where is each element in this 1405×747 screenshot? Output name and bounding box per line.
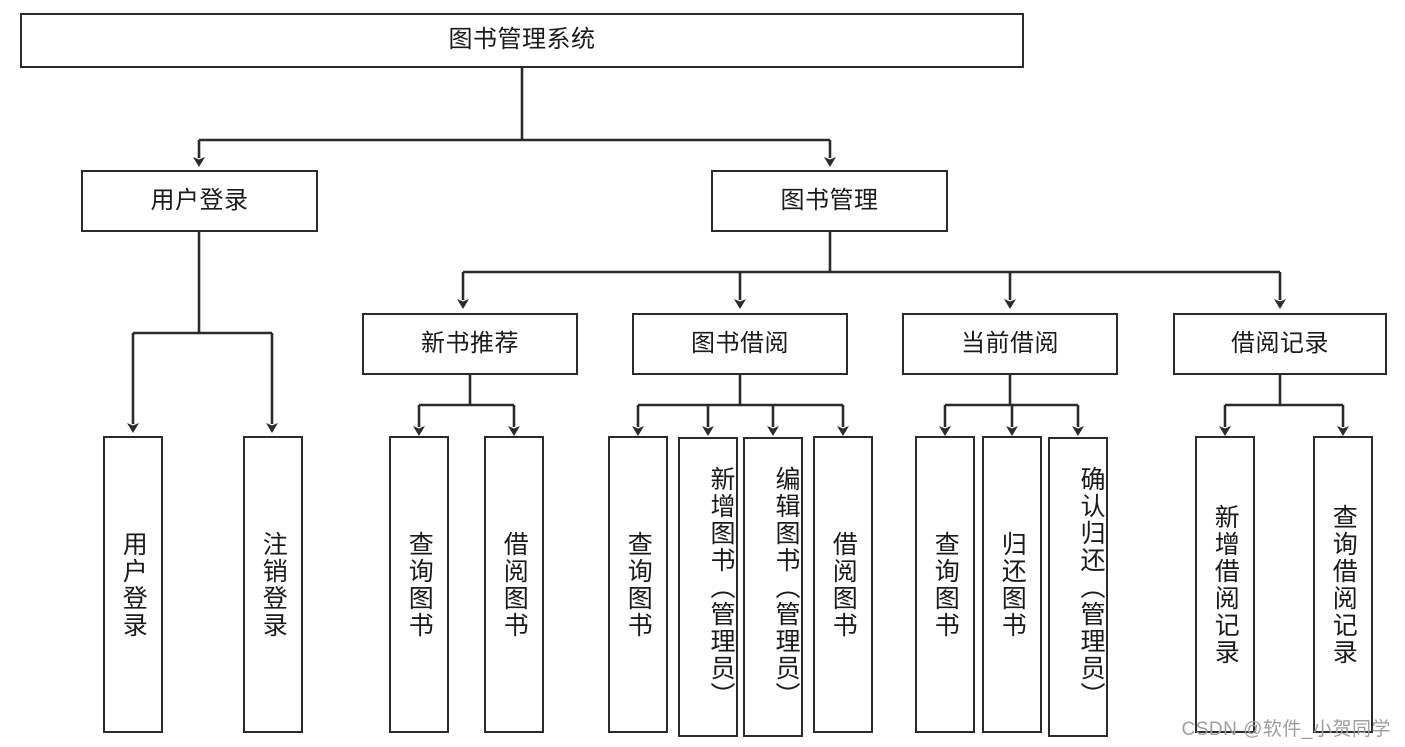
node-label: 归还图书 [998, 530, 1027, 639]
leaf-new-book-borrow[interactable]: 借阅图书 [484, 436, 544, 733]
node-label: 用户登录 [119, 530, 148, 639]
leaf-borrow-record-query[interactable]: 查询借阅记录 [1313, 436, 1373, 733]
leaf-user-login-logout[interactable]: 注销登录 [243, 436, 303, 733]
node-root-book-management-system[interactable]: 图书管理系统 [20, 13, 1024, 68]
node-borrow-record[interactable]: 借阅记录 [1173, 313, 1387, 375]
node-label: 查询借阅记录 [1329, 503, 1358, 666]
node-label: 新增图书（管理员） [707, 465, 735, 709]
leaf-book-borrow-borrow[interactable]: 借阅图书 [813, 436, 873, 733]
node-label: 借阅图书 [829, 530, 858, 639]
leaf-new-book-query[interactable]: 查询图书 [389, 436, 449, 733]
node-book-borrow[interactable]: 图书借阅 [632, 313, 848, 375]
node-label: 新书推荐 [421, 329, 519, 357]
leaf-current-borrow-query[interactable]: 查询图书 [915, 436, 975, 733]
node-label: 图书借阅 [691, 329, 789, 357]
node-label: 查询图书 [931, 530, 960, 639]
node-label: 图书管理系统 [448, 26, 596, 54]
node-label: 编辑图书（管理员） [772, 465, 800, 709]
node-label: 图书管理 [780, 186, 879, 214]
node-label: 借阅记录 [1231, 329, 1329, 357]
node-current-borrow[interactable]: 当前借阅 [902, 313, 1118, 375]
leaf-borrow-record-add[interactable]: 新增借阅记录 [1195, 436, 1255, 733]
leaf-current-borrow-confirm-admin[interactable]: 确认归还（管理员） [1048, 437, 1108, 737]
node-book-management[interactable]: 图书管理 [711, 170, 948, 232]
leaf-book-borrow-add-admin[interactable]: 新增图书（管理员） [678, 437, 738, 737]
node-label: 借阅图书 [500, 530, 529, 639]
leaf-book-borrow-query[interactable]: 查询图书 [608, 436, 668, 733]
node-label: 当前借阅 [961, 329, 1059, 357]
leaf-book-borrow-edit-admin[interactable]: 编辑图书（管理员） [743, 437, 803, 737]
node-label: 用户登录 [150, 186, 249, 214]
leaf-user-login-login[interactable]: 用户登录 [103, 436, 163, 733]
node-label: 查询图书 [624, 530, 653, 639]
leaf-current-borrow-return[interactable]: 归还图书 [982, 436, 1042, 733]
node-new-book-recommend[interactable]: 新书推荐 [362, 313, 578, 375]
node-label: 查询图书 [405, 530, 434, 639]
node-user-login[interactable]: 用户登录 [81, 170, 318, 232]
node-label: 新增借阅记录 [1211, 503, 1240, 666]
node-label: 注销登录 [259, 530, 288, 639]
node-label: 确认归还（管理员） [1077, 465, 1105, 709]
